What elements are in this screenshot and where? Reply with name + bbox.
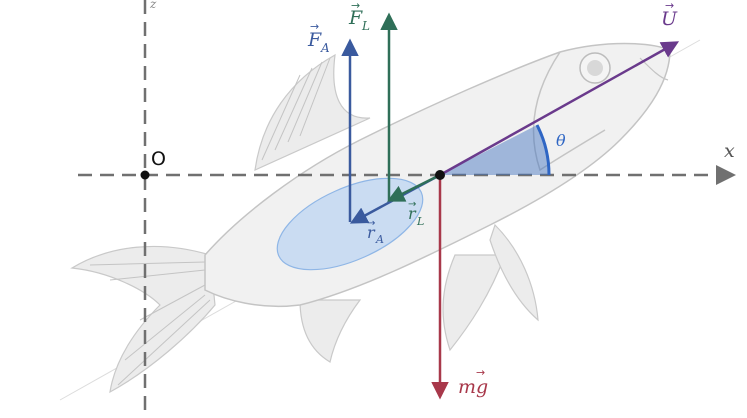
center-of-mass-point bbox=[435, 170, 445, 180]
velocity-label: U → bbox=[661, 0, 678, 30]
pectoral-fin bbox=[489, 223, 539, 322]
velocity-vector bbox=[439, 41, 680, 177]
svg-text:L: L bbox=[416, 215, 424, 228]
tail-fin bbox=[70, 245, 216, 394]
weight-label: mg → bbox=[458, 366, 488, 398]
z-axis-label: z bbox=[149, 0, 157, 11]
ventral-fin bbox=[299, 299, 362, 363]
x-axis-label: x bbox=[724, 140, 735, 162]
svg-text:→: → bbox=[408, 199, 416, 210]
svg-text:U: U bbox=[661, 8, 678, 30]
r-buoyancy-label: r A → bbox=[367, 218, 384, 246]
theta-label: θ bbox=[556, 131, 566, 150]
buoyancy-force-label: F A → bbox=[307, 20, 330, 55]
svg-text:r: r bbox=[367, 223, 376, 242]
dorsal-fin-rays bbox=[261, 57, 331, 161]
svg-text:A: A bbox=[375, 233, 384, 246]
svg-text:L: L bbox=[361, 19, 370, 33]
svg-text:→: → bbox=[310, 20, 319, 33]
svg-text:mg: mg bbox=[458, 376, 488, 398]
lift-force-label: F L → bbox=[348, 0, 370, 33]
angle-arc bbox=[535, 124, 551, 176]
tail-fin-rays bbox=[89, 261, 211, 386]
svg-text:r: r bbox=[408, 204, 417, 223]
origin-point bbox=[140, 170, 150, 180]
swim-bladder bbox=[276, 177, 424, 271]
gill-cover bbox=[532, 51, 606, 172]
svg-text:→: → bbox=[351, 0, 360, 12]
svg-text:A: A bbox=[320, 41, 330, 55]
r-lift-vector bbox=[386, 173, 441, 202]
svg-text:F: F bbox=[307, 29, 322, 51]
angle-wedge bbox=[440, 125, 550, 175]
r-lift-label: r L → bbox=[408, 199, 424, 228]
svg-text:→: → bbox=[367, 218, 375, 229]
fish-pupil bbox=[587, 60, 603, 76]
origin-label: O bbox=[151, 148, 166, 170]
svg-text:→: → bbox=[476, 366, 485, 379]
pelvic-fin bbox=[442, 254, 506, 352]
svg-text:F: F bbox=[348, 7, 363, 29]
svg-text:→: → bbox=[665, 0, 674, 12]
